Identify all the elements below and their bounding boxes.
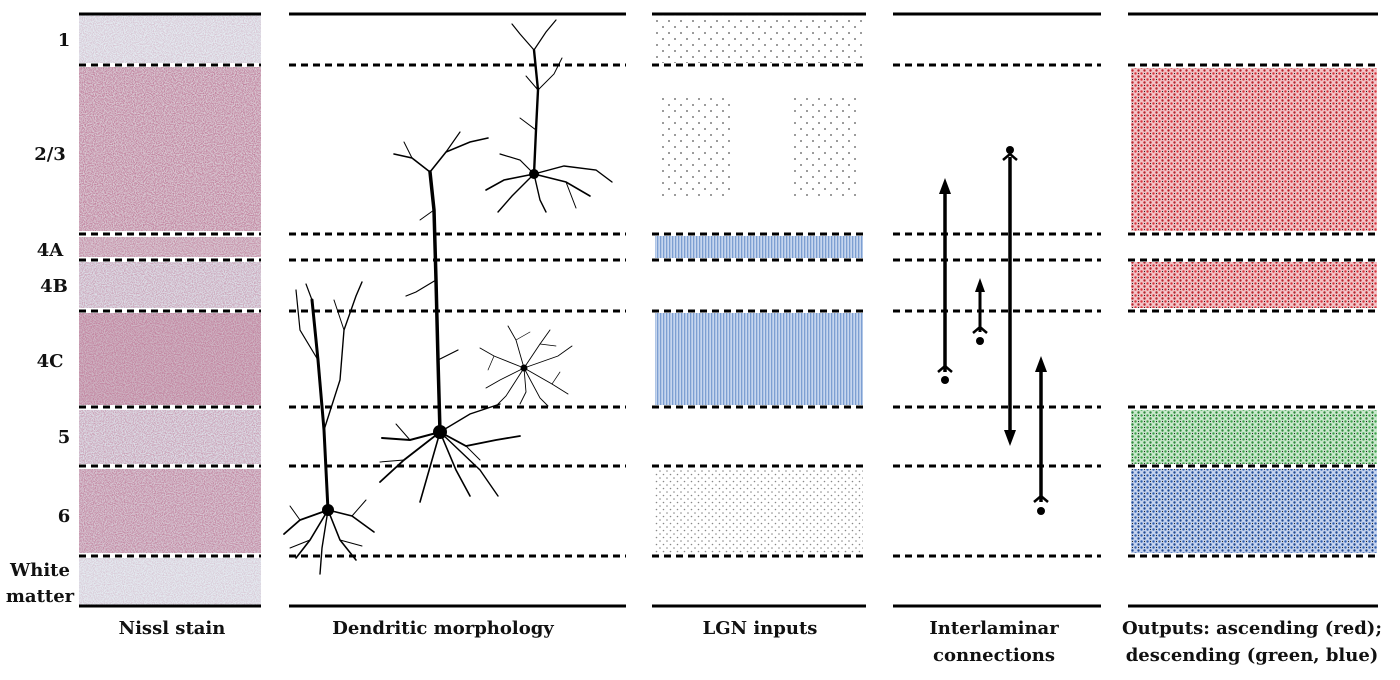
caption-dendritic-morphology: Dendritic morphology: [332, 618, 554, 639]
arrow-up-icon: [937, 178, 953, 384]
caption-outputs-line1: Outputs: ascending (red);: [1122, 618, 1382, 639]
layer4c-stellate-cell-icon: [479, 325, 573, 407]
output-ascending-layer23: [1131, 68, 1377, 231]
output-descending-layer6: [1131, 469, 1377, 553]
lgn-input-layer6: [655, 470, 863, 554]
caption-interlaminar-line2: connections: [933, 645, 1055, 666]
layer-label-4a: 4A: [37, 240, 65, 261]
layer-label-2-3: 2/3: [34, 144, 66, 165]
layer-label-4c: 4C: [37, 351, 64, 372]
lgn-input-blob-right: [790, 98, 860, 198]
layer23-pyramidal-neuron-icon: [485, 19, 613, 213]
lgn-inputs-column: [654, 15, 864, 554]
caption-interlaminar-line1: Interlaminar: [929, 618, 1059, 639]
lgn-input-layer1: [654, 15, 864, 63]
arrow-up-icon: [972, 278, 988, 345]
lgn-input-layer4a: [655, 236, 863, 258]
nissl-stain-column: [79, 15, 261, 605]
arrow-down-icon: [1002, 146, 1018, 446]
caption-lgn-inputs: LGN inputs: [703, 618, 818, 639]
white-matter-label-line2: matter: [6, 586, 75, 607]
layer-label-5: 5: [58, 427, 71, 448]
column-captions: Nissl stain Dendritic morphology LGN inp…: [119, 618, 1382, 666]
white-matter-label-line1: White: [9, 560, 70, 581]
arrow-up-icon: [1033, 356, 1049, 515]
outputs-column: [1131, 68, 1377, 553]
layer-label-4b: 4B: [40, 276, 68, 297]
layer6-pyramidal-neuron-icon: [283, 281, 375, 575]
caption-outputs-line2: descending (green, blue): [1126, 645, 1379, 666]
output-descending-layer5: [1131, 410, 1377, 464]
layer-label-1: 1: [58, 30, 71, 51]
layer-labels: 1 2/3 4A 4B 4C 5 6 White matter: [6, 30, 75, 607]
layer5-pyramidal-neuron-icon: [379, 131, 521, 503]
layer-boundaries: [79, 12, 1378, 608]
dendritic-morphology-column: [283, 19, 613, 575]
lgn-input-layer4c: [655, 313, 863, 405]
output-ascending-layer4b: [1131, 262, 1377, 308]
lgn-input-blob-left: [660, 98, 733, 198]
layer-label-6: 6: [58, 506, 71, 527]
interlaminar-connections-column: [937, 146, 1049, 515]
caption-nissl-stain: Nissl stain: [119, 618, 226, 639]
